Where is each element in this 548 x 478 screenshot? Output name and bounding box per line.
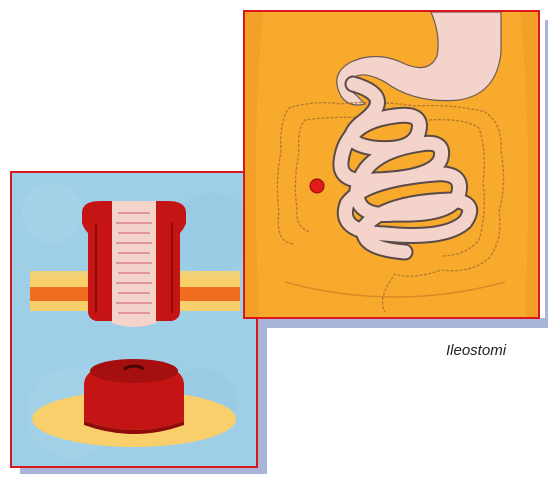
- abdomen-illustration: [243, 10, 540, 319]
- panel-shadow: [255, 318, 548, 328]
- abdomen-diagram: [245, 12, 538, 317]
- figure-caption: Ileostomi: [446, 340, 546, 362]
- ileostomy-site-marker: [310, 179, 324, 193]
- stoma-diagram: [12, 173, 256, 466]
- stoma-cross-section-illustration: [10, 171, 258, 468]
- bowel-lumen: [112, 201, 156, 327]
